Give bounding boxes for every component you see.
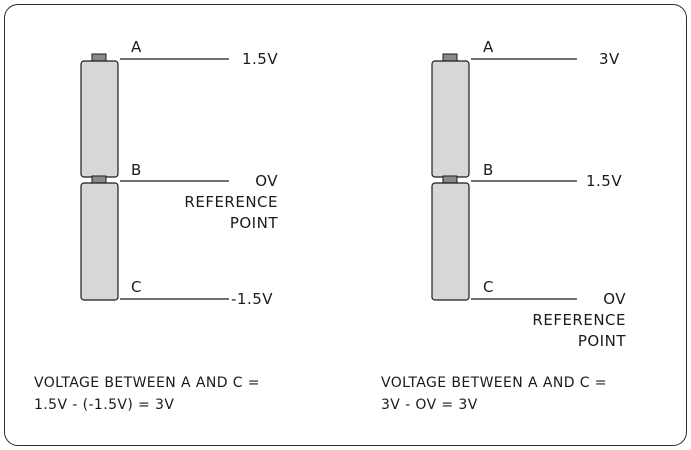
left-label-a: A xyxy=(131,38,142,56)
right-reference-line1: REFERENCE xyxy=(532,311,626,329)
right-label-a: A xyxy=(483,38,494,56)
left-battery-stack xyxy=(80,53,119,301)
left-cell-upper xyxy=(80,60,119,178)
right-label-c: C xyxy=(483,278,494,296)
right-voltage-b: 1.5V xyxy=(586,172,622,190)
left-reference-line2: POINT xyxy=(230,214,278,232)
right-battery-stack xyxy=(431,53,470,301)
right-caption-line1: VOLTAGE BETWEEN A AND C = xyxy=(381,375,607,391)
right-label-b: B xyxy=(483,161,494,179)
left-cell-lower xyxy=(80,182,119,301)
left-label-b: B xyxy=(131,161,142,179)
right-reference-line2: POINT xyxy=(578,332,626,350)
right-cell-lower xyxy=(431,182,470,301)
left-label-c: C xyxy=(131,278,142,296)
left-voltage-c: -1.5V xyxy=(231,290,273,308)
left-caption-line2: 1.5V - (-1.5V) = 3V xyxy=(34,397,175,413)
right-voltage-c: OV xyxy=(603,290,626,308)
right-cell-upper xyxy=(431,60,470,178)
right-voltage-a: 3V xyxy=(599,50,620,68)
left-voltage-b: OV xyxy=(255,172,278,190)
left-caption-line1: VOLTAGE BETWEEN A AND C = xyxy=(34,375,260,391)
left-caption: VOLTAGE BETWEEN A AND C = 1.5V - (-1.5V)… xyxy=(34,372,260,416)
right-caption: VOLTAGE BETWEEN A AND C = 3V - OV = 3V xyxy=(381,372,607,416)
left-voltage-a: 1.5V xyxy=(242,50,278,68)
left-reference-line1: REFERENCE xyxy=(184,193,278,211)
right-caption-line2: 3V - OV = 3V xyxy=(381,397,478,413)
